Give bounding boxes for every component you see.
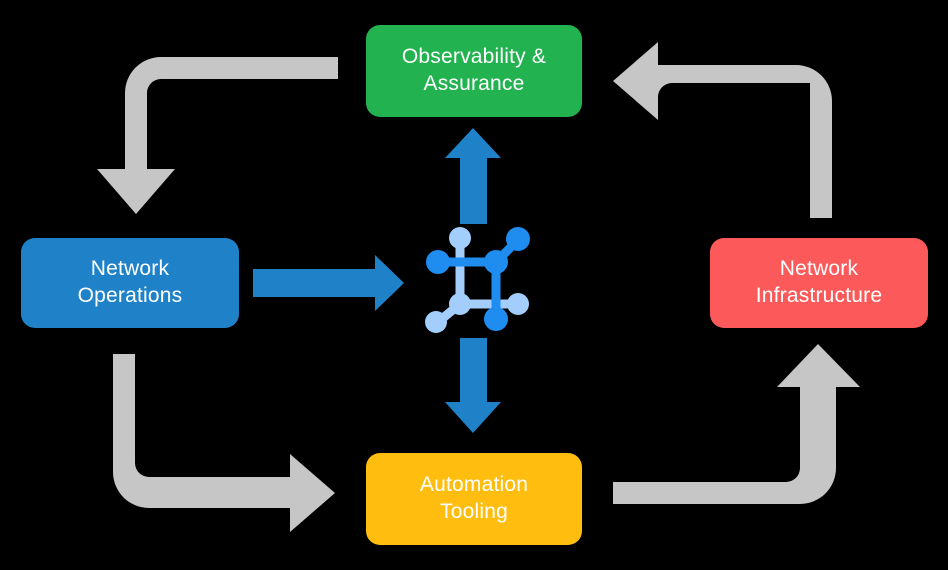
- node-box-observability[interactable]: Observability & Assurance: [366, 25, 582, 117]
- connector-operations-to-center: [253, 255, 404, 311]
- connector-center-to-observability: [445, 128, 501, 224]
- topology-light-nodes: [425, 227, 529, 333]
- node-label-network-infrastructure: Network Infrastructure: [755, 257, 883, 307]
- node-label-observability: Observability & Assurance: [401, 45, 547, 95]
- node-box-automation-tooling[interactable]: Automation Tooling: [366, 453, 582, 545]
- connector-infrastructure-to-observability: [613, 42, 832, 218]
- node-box-network-operations[interactable]: Network Operations: [21, 238, 239, 328]
- connector-operations-to-automation: [113, 354, 335, 532]
- connector-automation-to-infrastructure: [613, 344, 860, 504]
- network-topology-icon: [425, 227, 530, 333]
- node-label-network-operations: Network Operations: [77, 257, 183, 307]
- connector-observability-to-operations: [97, 57, 338, 214]
- topology-dark-nodes: [426, 227, 530, 331]
- node-box-network-infrastructure[interactable]: Network Infrastructure: [710, 238, 928, 328]
- node-label-automation-tooling: Automation Tooling: [419, 473, 529, 523]
- connector-center-to-automation: [445, 338, 501, 433]
